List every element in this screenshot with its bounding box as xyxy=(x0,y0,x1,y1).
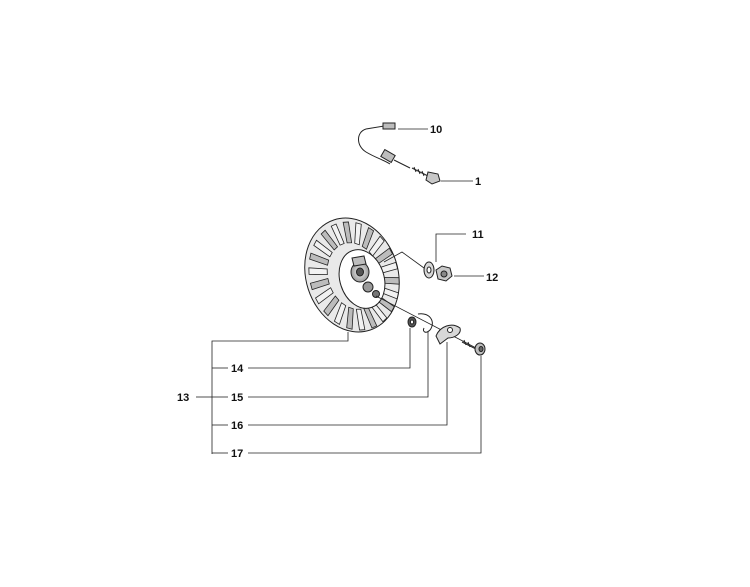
flywheel-fin xyxy=(308,267,328,276)
flywheel-fin xyxy=(346,306,354,330)
pawl-screw xyxy=(461,339,486,356)
flywheel-washer xyxy=(423,261,435,279)
ignition-screw xyxy=(411,166,441,185)
flywheel-fin xyxy=(313,239,333,258)
flywheel-fin xyxy=(323,295,340,317)
flywheel-fin xyxy=(333,302,347,326)
flywheel xyxy=(304,217,400,333)
flywheel-fin xyxy=(330,223,345,246)
spring-clip xyxy=(417,313,433,333)
callout-12: 12 xyxy=(486,272,498,284)
callout-11: 11 xyxy=(472,229,484,241)
flywheel-fin xyxy=(355,308,366,331)
spacer-ring xyxy=(407,316,417,328)
callout-13: 13 xyxy=(177,392,189,404)
starter-pawl xyxy=(435,324,461,345)
leader-lines xyxy=(196,128,484,454)
callout-17: 17 xyxy=(231,448,243,460)
flywheel-fin xyxy=(354,222,362,246)
callout-14: 14 xyxy=(231,363,244,375)
flywheel-nut xyxy=(435,265,453,282)
callout-1: 1 xyxy=(475,176,481,188)
callout-16: 16 xyxy=(231,420,243,432)
flywheel-fin xyxy=(342,221,353,244)
callout-15: 15 xyxy=(231,392,243,404)
ignition-lead-wire xyxy=(358,122,411,169)
flywheel-fin xyxy=(315,287,334,305)
flywheel-fin xyxy=(309,277,330,291)
flywheel-fin xyxy=(361,226,375,250)
callout-10: 10 xyxy=(430,124,442,136)
flywheel-fin xyxy=(320,229,339,251)
flywheel-fin xyxy=(309,252,330,266)
